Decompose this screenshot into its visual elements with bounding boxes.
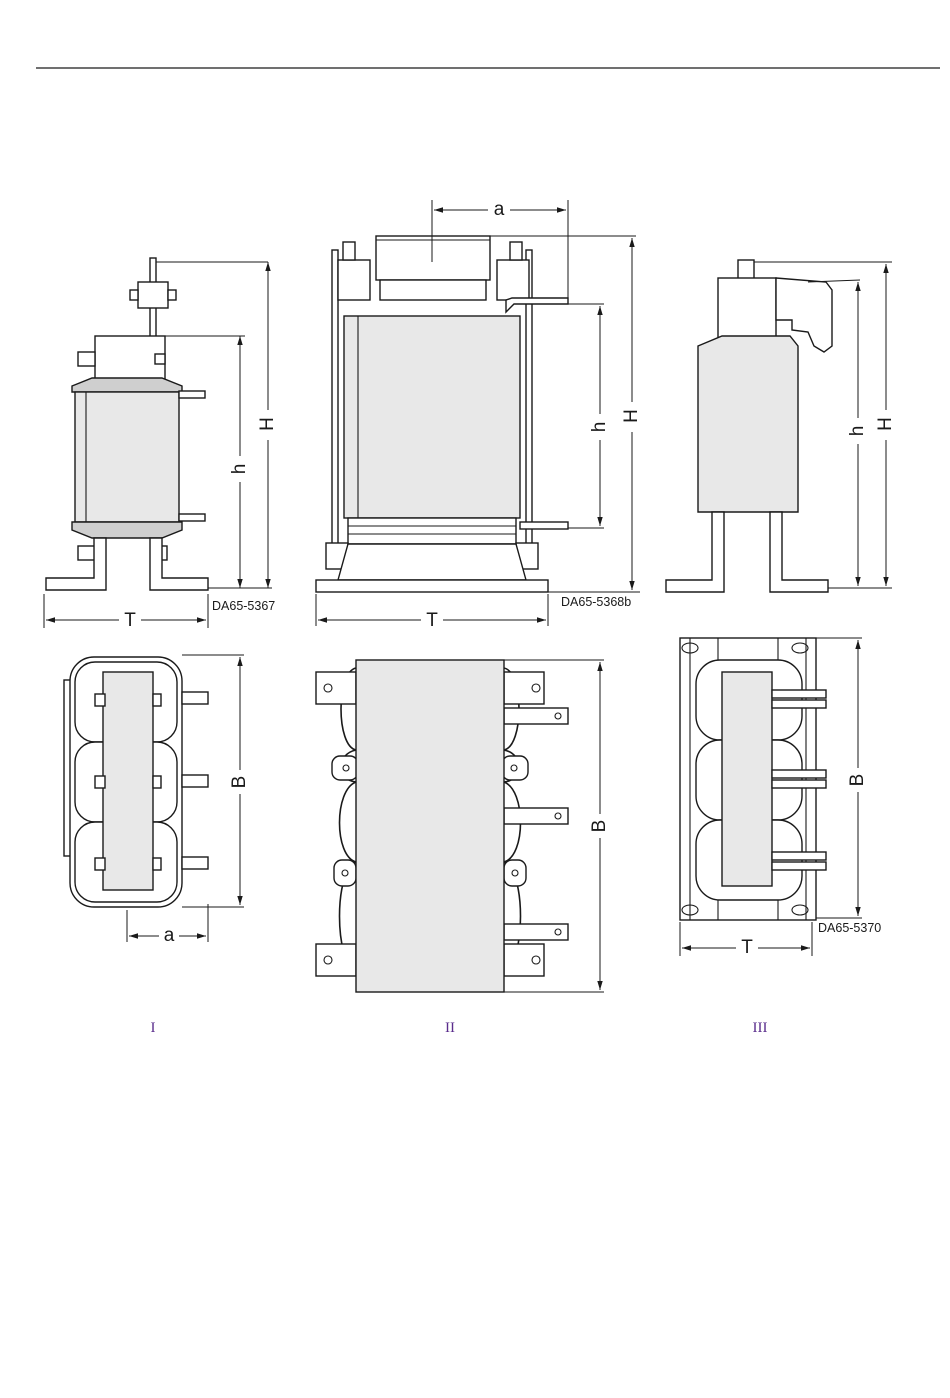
dim-a-view2: a bbox=[494, 199, 505, 220]
dim-B-view3: B bbox=[847, 774, 868, 787]
dim-H-view2: H bbox=[621, 409, 642, 423]
dim-h-view2: h bbox=[589, 422, 610, 433]
drawing-code-view1: DA65-5367 bbox=[212, 599, 275, 613]
view-2-top: B bbox=[316, 660, 610, 992]
view-3-front: h H bbox=[666, 260, 896, 592]
view-3-top: B T DA65-5370 bbox=[680, 638, 881, 958]
dim-H-view3: H bbox=[875, 417, 896, 431]
dim-T-view2: T bbox=[426, 610, 438, 631]
drawing-code-view3: DA65-5370 bbox=[818, 921, 881, 935]
dim-h-view1: h bbox=[229, 464, 250, 475]
drawing-code-view2: DA65-5368b bbox=[561, 595, 631, 609]
view-1-top: B a bbox=[64, 655, 250, 946]
dim-B-view2: B bbox=[589, 820, 610, 833]
type-label-2: II bbox=[445, 1020, 455, 1036]
dim-h-view3: h bbox=[847, 426, 868, 437]
dim-T-view1: T bbox=[124, 610, 136, 631]
dim-H-view1: H bbox=[257, 417, 278, 431]
dim-T-view3: T bbox=[741, 937, 753, 958]
dim-a-view1: a bbox=[164, 925, 175, 946]
view-2-front: a h H T DA65-5368b bbox=[316, 199, 642, 631]
dim-B-view1: B bbox=[229, 776, 250, 789]
type-label-3: III bbox=[753, 1020, 768, 1036]
view-1-front: H h T DA65-5367 bbox=[44, 258, 278, 631]
type-label-1: I bbox=[151, 1020, 156, 1036]
